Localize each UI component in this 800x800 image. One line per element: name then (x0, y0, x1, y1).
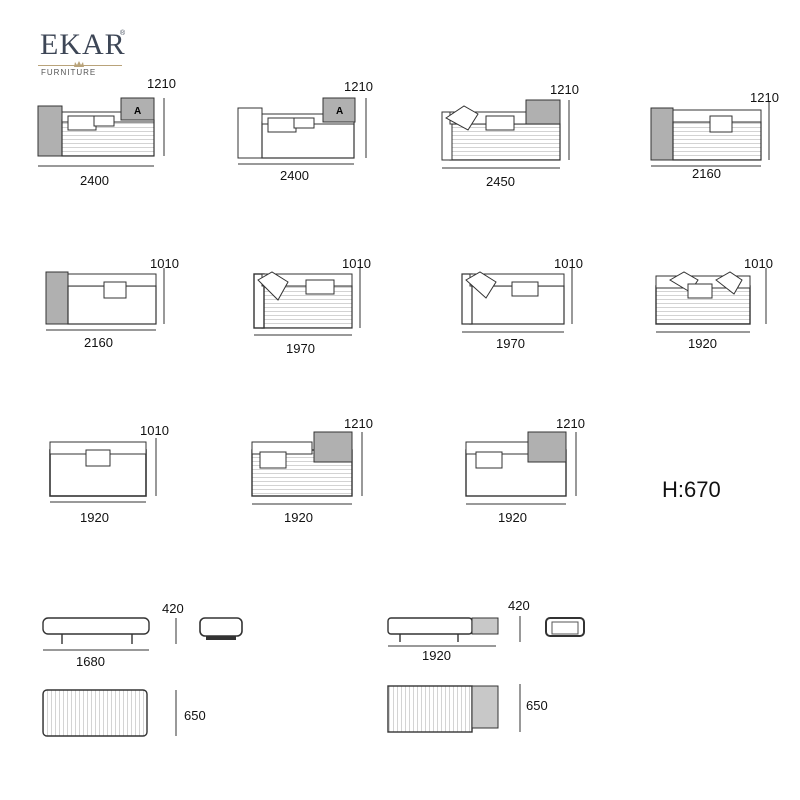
height-label: 420 (162, 601, 184, 616)
sofa-drawing: A (37, 97, 165, 167)
sofa-drawing (253, 268, 361, 336)
width-label: 2400 (280, 168, 309, 183)
width-label: 1680 (76, 654, 105, 669)
sofa-drawing (655, 268, 767, 333)
sofa-drawing (251, 431, 363, 505)
sofa-diagram-3: 1210 2450 (438, 80, 588, 198)
width-label: 1970 (496, 336, 525, 351)
crown-icon (74, 61, 84, 67)
width-label: 2400 (80, 173, 109, 188)
sofa-diagram-8: 1010 1920 (650, 256, 800, 356)
depth-label: 1210 (556, 416, 585, 431)
depth-label: 1010 (554, 256, 583, 271)
brand-tagline: FURNITURE (41, 68, 97, 77)
depth-label: 650 (184, 708, 206, 723)
width-label: 2160 (692, 166, 721, 181)
sofa-diagram-9: 1010 1920 (46, 420, 196, 530)
height-label: 420 (508, 598, 530, 613)
width-label: 2450 (486, 174, 515, 189)
depth-label: 1210 (344, 79, 373, 94)
depth-label: 1010 (744, 256, 773, 271)
svg-text:A: A (134, 106, 141, 117)
width-label: 1920 (284, 510, 313, 525)
sofa-diagram-11: 1210 1920 (462, 414, 612, 530)
width-label: 1920 (688, 336, 717, 351)
width-label: 1920 (498, 510, 527, 525)
depth-label: 650 (526, 698, 548, 713)
depth-label: 1010 (342, 256, 371, 271)
width-label: 1920 (422, 648, 451, 663)
sofa-drawing (650, 102, 770, 167)
depth-label: 1010 (150, 256, 179, 271)
bench-diagram-1: 420 1680 650 (40, 598, 250, 744)
sofa-diagram-7: 1010 1970 (458, 256, 608, 356)
sofa-diagram-5: 1010 2160 (44, 256, 194, 356)
sofa-drawing (465, 431, 577, 505)
sofa-drawing (49, 438, 157, 503)
sofa-diagram-4: 1210 2160 (650, 88, 800, 198)
sofa-diagram-1: A 1210 2400 A (36, 76, 186, 194)
sofa-drawing (45, 268, 165, 331)
depth-label: 1210 (147, 76, 176, 91)
width-label: 1970 (286, 341, 315, 356)
registered-mark: ® (120, 30, 126, 37)
width-label: 1920 (80, 510, 109, 525)
sofa-diagram-2: A 1210 2400 A (236, 78, 386, 196)
sofa-drawing (441, 99, 570, 169)
depth-label: 1010 (140, 423, 169, 438)
brand-name: EKAR (40, 28, 126, 61)
sofa-diagram-6: 1010 1970 (250, 256, 400, 356)
svg-text:A: A (336, 106, 343, 117)
bench-drawing (42, 617, 243, 737)
bench-drawing (387, 616, 585, 733)
sofa-diagram-10: 1210 1920 (248, 414, 398, 530)
depth-label: 1210 (344, 416, 373, 431)
brand-divider (38, 65, 122, 66)
height-note: H:670 (662, 477, 721, 502)
brand-logo: EKAR ® FURNITURE (38, 28, 128, 80)
sofa-drawing (461, 268, 573, 333)
depth-label: 1210 (550, 82, 579, 97)
bench-diagram-2: 420 1920 650 (386, 598, 596, 744)
width-label: 2160 (84, 335, 113, 350)
depth-label: 1210 (750, 90, 779, 105)
sofa-drawing: A (237, 97, 367, 165)
